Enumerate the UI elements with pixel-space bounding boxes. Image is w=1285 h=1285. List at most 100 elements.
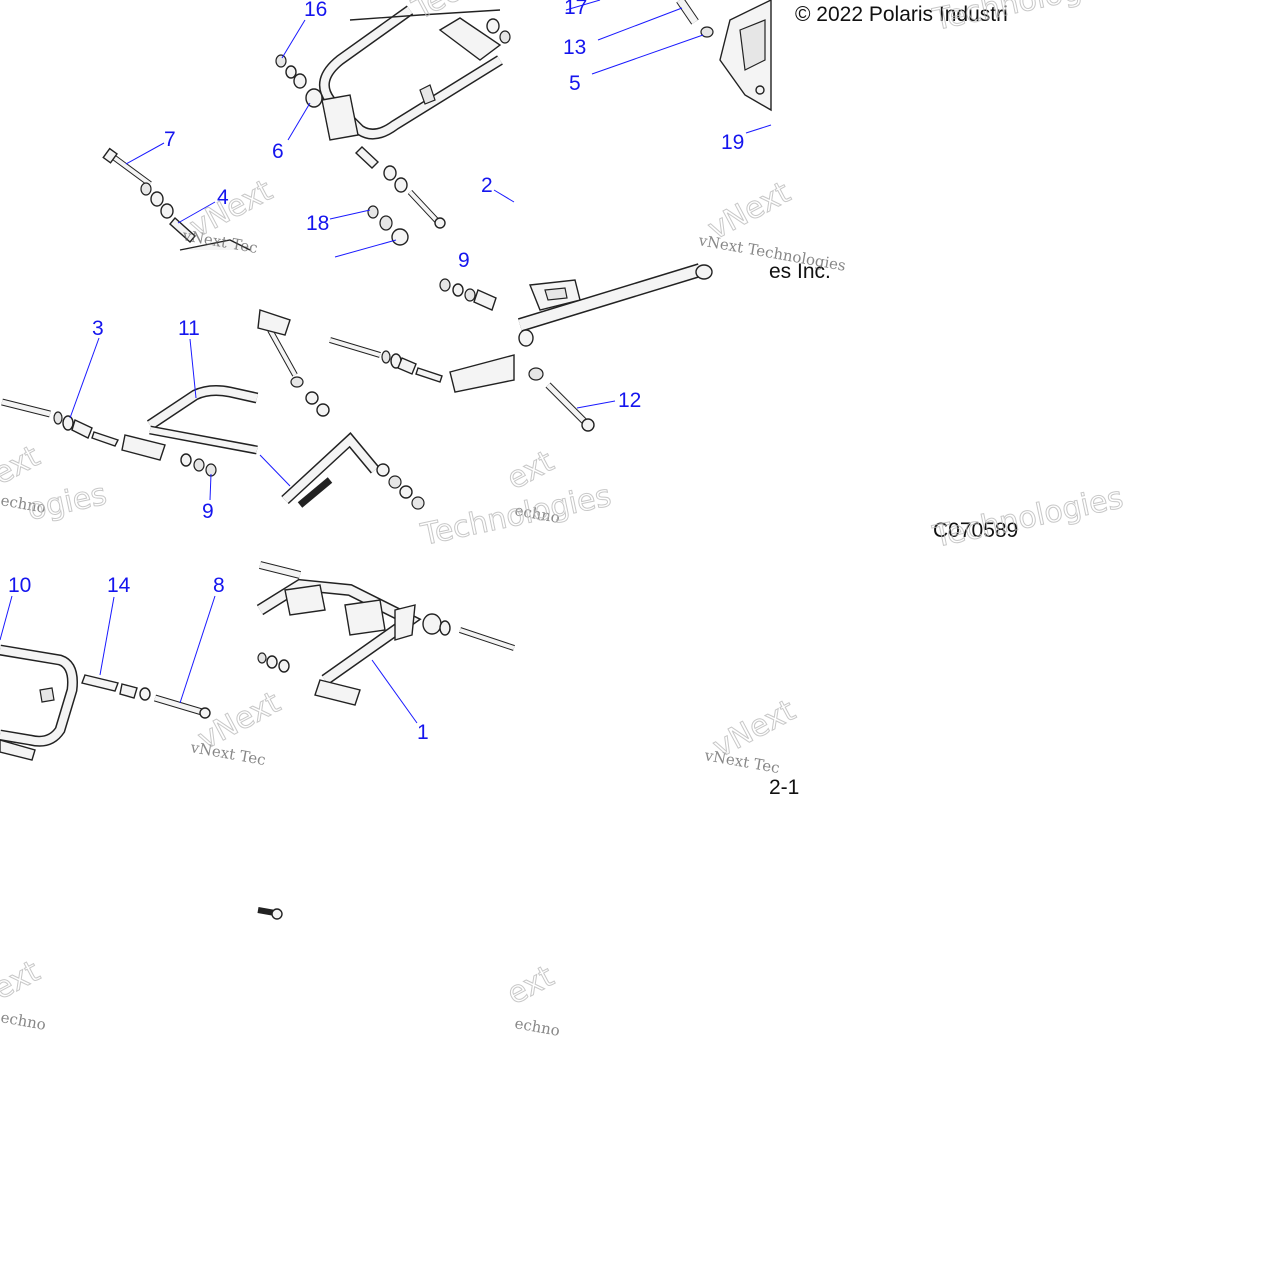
nut (290, 376, 304, 388)
sleeve (415, 367, 443, 383)
callout-17: 17 (564, 0, 587, 19)
shaft (1, 398, 51, 418)
watermark-big: ext (501, 444, 560, 497)
bolt-2 (407, 189, 446, 229)
washer-3 (62, 415, 74, 431)
lower-control-arm (517, 263, 713, 347)
callout-1: 1 (417, 721, 429, 744)
washer (528, 367, 544, 381)
upper-a-arm-frame (318, 5, 503, 141)
lower-a-arm-11 (121, 385, 259, 461)
bushing (119, 683, 138, 699)
washer (285, 65, 297, 79)
callout-9: 9 (202, 500, 214, 523)
bolt-12 (545, 382, 595, 432)
washer (388, 475, 402, 489)
callout-12: 12 (618, 389, 641, 412)
washer (293, 73, 307, 89)
bolt-vertical (267, 328, 298, 377)
bushing (180, 453, 192, 467)
callout-11: 11 (178, 317, 200, 340)
bushing (391, 228, 409, 246)
bushing (150, 191, 164, 207)
washer (381, 350, 391, 364)
callout-3: 3 (92, 317, 104, 340)
bushing (473, 289, 497, 311)
watermark-big: Technologies (929, 0, 1126, 38)
bushing-6 (305, 88, 323, 108)
callout-13: 13 (563, 36, 586, 59)
washer (193, 458, 205, 472)
copyright-notice: © 2022 Polaris Industri (795, 3, 1008, 26)
arm-end (449, 354, 515, 393)
tile-lower-center (257, 907, 283, 920)
copyright-fragment: es Inc. (769, 260, 831, 283)
watermark-big: ext (0, 954, 46, 1007)
pivot-tube (169, 216, 196, 244)
lower-arm-1 (256, 578, 422, 706)
washer (53, 411, 63, 425)
bushing (160, 203, 174, 219)
washer (278, 659, 290, 673)
bolt-7 (102, 147, 152, 187)
callout-10: 10 (8, 574, 31, 597)
washer (139, 687, 151, 701)
washer (316, 403, 330, 417)
bolt-head (271, 908, 283, 920)
washer (439, 620, 451, 636)
tile-bottom-left (0, 644, 211, 761)
nut (411, 496, 425, 510)
bushing (422, 613, 442, 635)
diagram-id: C070589 (933, 519, 1018, 542)
tile-middle-left (1, 385, 259, 477)
washer (452, 283, 464, 297)
washer (464, 288, 476, 302)
tile-top-right (676, 0, 772, 112)
tile-top-left (102, 147, 251, 251)
callout-6: 6 (272, 140, 284, 163)
tile-top-middle (275, 5, 511, 246)
callout-16: 16 (304, 0, 327, 21)
sleeve-14 (81, 674, 119, 692)
bushing (394, 177, 408, 193)
watermarks: vNext Tec vNext Techno vNext Technologie… (0, 0, 1127, 1040)
washer-5 (700, 26, 714, 38)
callout-19: 19 (721, 131, 744, 154)
callout-7: 7 (164, 128, 176, 151)
washer (266, 655, 278, 669)
diagram-notes: © 2022 Polaris Industri es Inc. C070589 … (769, 3, 1018, 799)
callout-8: 8 (213, 574, 225, 597)
leader-lines (0, 0, 772, 724)
frame-bracket (719, 0, 772, 112)
sleeve (354, 146, 380, 169)
nut (257, 652, 267, 664)
watermark-big: Technologies (929, 481, 1126, 556)
shaft-bottom (459, 627, 515, 651)
callout-9-top: 9 (458, 249, 470, 272)
washer (379, 215, 393, 231)
nut (439, 278, 451, 292)
bushing (71, 419, 93, 439)
callout-2: 2 (481, 174, 493, 197)
lower-a-arm-10 (0, 644, 78, 761)
frame-edge (179, 239, 251, 251)
washer (399, 485, 413, 499)
tile-center (257, 278, 515, 510)
nut-18 (367, 205, 379, 219)
bushing (376, 463, 390, 477)
bushing (486, 18, 500, 34)
washer (140, 182, 152, 196)
callout-14: 14 (107, 574, 131, 597)
nut (275, 54, 287, 68)
watermark-big: ogies (24, 477, 109, 528)
watermark-big: ext (501, 959, 560, 1012)
watermark-big: ext (0, 439, 46, 492)
bolt-8 (154, 694, 211, 719)
watermark-text: echno (513, 1014, 561, 1040)
bushing (383, 165, 397, 181)
arm-end-top (257, 309, 291, 336)
callout-5: 5 (569, 72, 581, 95)
bolt-long (329, 337, 381, 358)
